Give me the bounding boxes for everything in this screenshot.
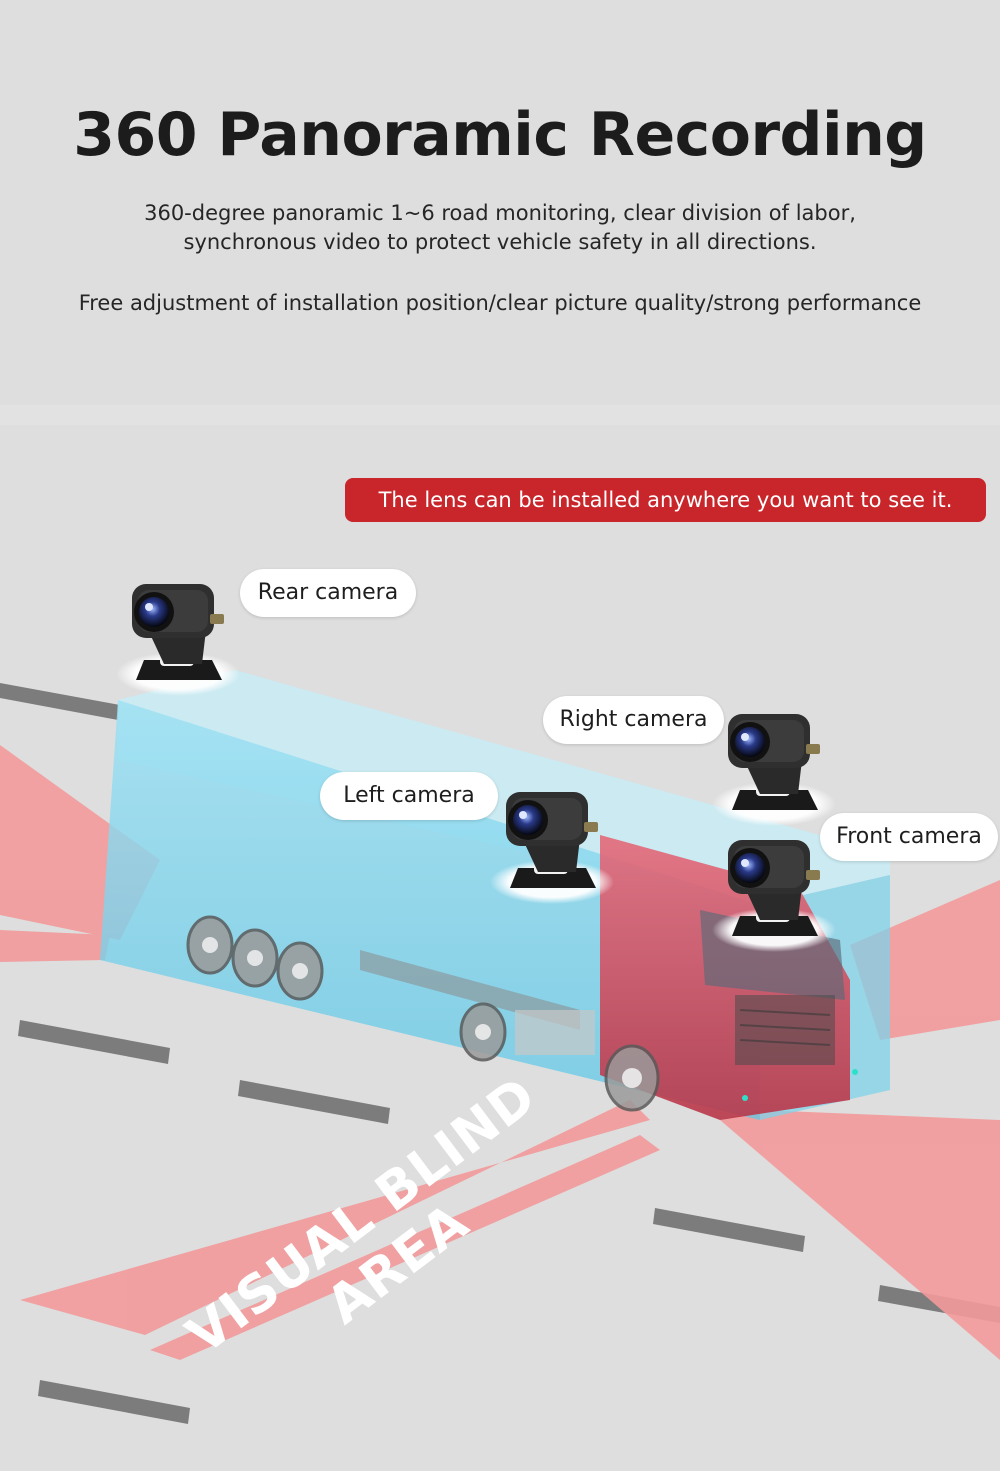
- description-line-1: 360-degree panoramic 1~6 road monitoring…: [144, 201, 856, 225]
- page-title: 360 Panoramic Recording: [73, 100, 927, 170]
- rear-camera-icon: [116, 584, 240, 696]
- description-line-2: synchronous video to protect vehicle saf…: [183, 230, 817, 254]
- left-camera-label: Left camera: [320, 772, 498, 820]
- front-camera-label: Front camera: [820, 813, 998, 861]
- install-anywhere-callout: The lens can be installed anywhere you w…: [345, 478, 986, 522]
- rear-camera-label: Rear camera: [240, 569, 416, 617]
- right-camera-label: Right camera: [543, 696, 724, 744]
- right-camera-icon: [712, 714, 836, 826]
- features-line: Free adjustment of installation position…: [78, 291, 922, 315]
